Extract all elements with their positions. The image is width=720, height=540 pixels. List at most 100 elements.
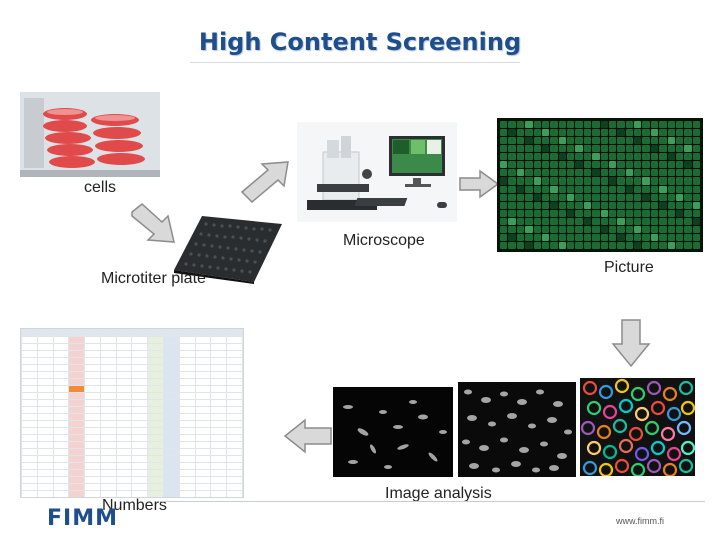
well-cell	[600, 137, 608, 145]
table-cell	[131, 364, 149, 372]
table-cell	[226, 441, 243, 449]
table-cell	[84, 441, 101, 449]
table-cell	[21, 448, 38, 456]
well-cell	[625, 241, 633, 249]
table-cell	[115, 406, 133, 414]
well-cell	[650, 241, 659, 249]
well-cell	[659, 169, 667, 177]
table-cell	[68, 441, 86, 449]
well-cell	[625, 193, 633, 201]
table-cell	[163, 434, 180, 442]
well-cell	[533, 193, 541, 201]
well-cell	[592, 169, 600, 177]
well-cell	[558, 153, 566, 161]
table-cell	[163, 462, 180, 470]
well-cell	[550, 145, 558, 153]
table-row	[21, 378, 243, 386]
table-cell	[84, 490, 101, 497]
table-cell	[52, 357, 70, 365]
well-cell	[600, 121, 608, 129]
well-cell	[500, 129, 508, 137]
well-cell	[558, 137, 566, 145]
table-cell	[21, 392, 38, 400]
well-cell	[516, 129, 525, 137]
well-cell	[617, 185, 625, 193]
well-cell	[642, 193, 650, 201]
table-cell	[194, 399, 212, 407]
well-cell	[675, 137, 684, 145]
well-cell	[600, 161, 608, 169]
table-cell	[210, 455, 228, 463]
well-cell	[650, 121, 659, 129]
table-cell	[194, 483, 212, 491]
well-cell	[533, 145, 541, 153]
table-row	[21, 462, 243, 470]
well-cell	[684, 121, 692, 129]
table-cell	[84, 329, 101, 337]
well-cell	[642, 129, 650, 137]
table-cell	[163, 392, 180, 400]
well-cell	[558, 145, 566, 153]
well-cell	[592, 121, 600, 129]
table-cell	[115, 399, 133, 407]
table-cell	[163, 385, 180, 393]
table-cell	[68, 476, 86, 484]
well-cell	[592, 201, 600, 209]
well-cell	[500, 193, 508, 201]
well-cell	[541, 129, 550, 137]
well-cell	[550, 169, 558, 177]
well-cell	[533, 217, 541, 225]
table-cell	[131, 343, 149, 351]
well-cell	[667, 129, 675, 137]
arrow-down-right-icon	[131, 203, 175, 243]
well-cell	[516, 193, 525, 201]
table-cell	[226, 357, 243, 365]
table-cell	[147, 399, 165, 407]
well-cell	[608, 185, 617, 193]
well-cell	[634, 129, 642, 137]
well-cell	[659, 241, 667, 249]
well-cell	[625, 201, 633, 209]
table-cell	[194, 434, 212, 442]
well-cell	[675, 217, 684, 225]
arrow-left-icon	[283, 418, 332, 454]
well-cell	[692, 153, 700, 161]
well-cell	[625, 177, 633, 185]
well-cell	[558, 121, 566, 129]
well-cell	[508, 145, 516, 153]
table-cell	[99, 357, 117, 365]
well-cell	[516, 121, 525, 129]
table-cell	[131, 434, 149, 442]
table-cell	[36, 378, 54, 386]
well-cell	[500, 217, 508, 225]
well-cell	[617, 177, 625, 185]
table-cell	[115, 336, 133, 344]
table-cell	[226, 469, 243, 477]
table-cell	[99, 413, 117, 421]
slide-title: High Content Screening	[198, 28, 522, 56]
well-cell	[667, 217, 675, 225]
table-cell	[194, 420, 212, 428]
table-cell	[99, 420, 117, 428]
picture-label: Picture	[604, 259, 654, 276]
table-cell	[210, 469, 228, 477]
well-cell	[667, 241, 675, 249]
well-cell	[516, 233, 525, 241]
table-cell	[68, 385, 86, 393]
well-cell	[634, 145, 642, 153]
table-cell	[52, 371, 70, 379]
table-cell	[21, 371, 38, 379]
well-cell	[608, 241, 617, 249]
table-cell	[52, 483, 70, 491]
table-cell	[194, 448, 212, 456]
table-row	[21, 357, 243, 365]
well-cell	[516, 185, 525, 193]
well-cell	[550, 177, 558, 185]
well-cell	[650, 225, 659, 233]
well-cell	[617, 225, 625, 233]
well-cell	[625, 129, 633, 137]
table-row	[21, 371, 243, 379]
table-row	[21, 329, 243, 337]
table-cell	[21, 462, 38, 470]
table-row	[21, 483, 243, 491]
